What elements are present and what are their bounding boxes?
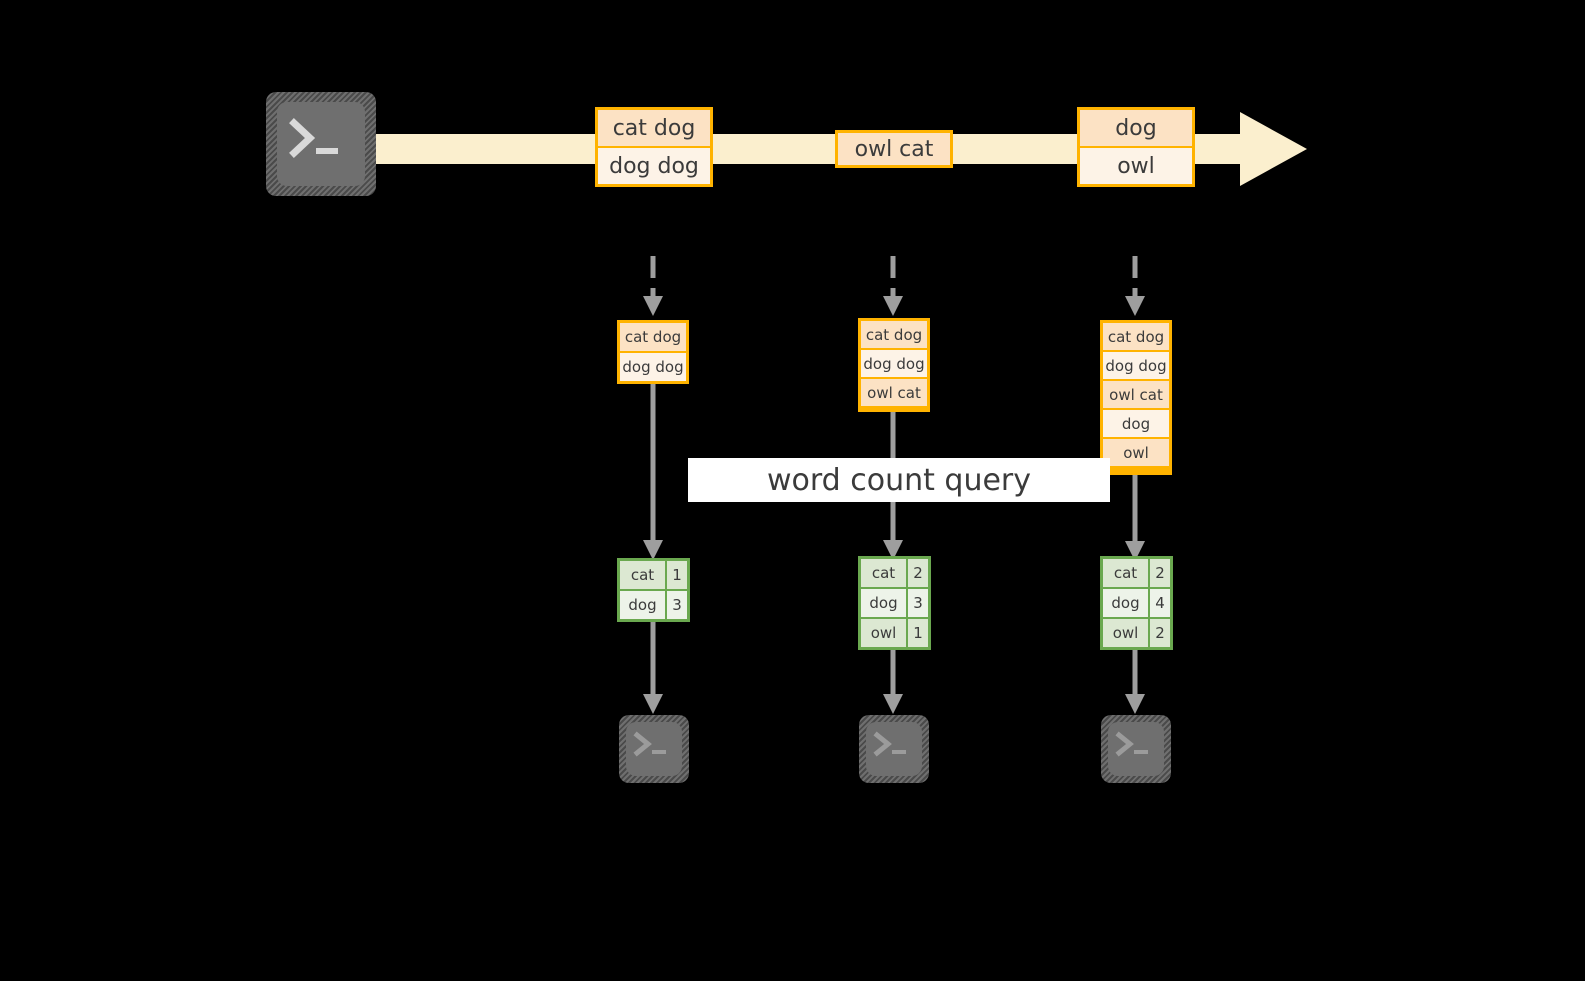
record-line: owl [1080,148,1192,184]
record-line: dog [1080,110,1192,146]
result-word: cat [620,561,665,589]
sink-terminal-icon-1[interactable] [619,715,689,783]
result-count: 3 [908,589,928,617]
result-2[interactable]: cat 2 dog 3 owl 1 [858,556,931,650]
sink-terminal-icon-2[interactable] [859,715,929,783]
result-count: 2 [1150,619,1170,647]
sink-terminal-icon-3[interactable] [1101,715,1171,783]
result-count: 2 [1150,559,1170,587]
record-group-3[interactable]: dog owl [1077,107,1195,187]
result-word: cat [861,559,906,587]
result-word: cat [1103,559,1148,587]
record-line: cat dog [598,110,710,146]
terminal-face [626,722,682,776]
result-word: dog [1103,589,1148,617]
result-word: dog [861,589,906,617]
snapshot-1[interactable]: cat dog dog dog [617,320,689,384]
snapshot-line: dog [1103,410,1169,437]
table-row: cat 1 [620,561,687,589]
result-1[interactable]: cat 1 dog 3 [617,558,690,622]
table-row: dog 3 [861,589,928,617]
terminal-prompt-glyph [633,731,666,757]
query-connector-1 [641,384,665,562]
terminal-prompt-glyph [1115,731,1148,757]
terminal-face [866,722,922,776]
snapshot-3[interactable]: cat dog dog dog owl cat dog owl [1100,320,1172,475]
snapshot-line: dog dog [620,353,686,381]
record-line: dog dog [598,148,710,184]
table-row: dog 4 [1103,589,1170,617]
sink-connector-3 [1123,650,1147,716]
snapshot-line: owl cat [1103,381,1169,408]
result-count: 1 [667,561,687,589]
query-label: word count query [688,458,1110,502]
sink-connector-1 [641,622,665,716]
source-terminal-icon[interactable] [266,92,376,196]
record-line: owl cat [838,133,950,165]
terminal-prompt-glyph [873,731,906,757]
result-3[interactable]: cat 2 dog 4 owl 2 [1100,556,1173,650]
snapshot-line: cat dog [620,323,686,351]
result-count: 4 [1150,589,1170,617]
terminal-face [1108,722,1164,776]
snapshot-2[interactable]: cat dog dog dog owl cat [858,318,930,412]
dashed-connector-2 [881,256,905,318]
table-row: owl 2 [1103,619,1170,647]
dashed-connector-1 [641,256,665,318]
record-group-2[interactable]: owl cat [835,130,953,168]
table-row: cat 2 [861,559,928,587]
snapshot-line: dog dog [1103,352,1169,379]
snapshot-line: cat dog [1103,323,1169,350]
result-word: owl [1103,619,1148,647]
snapshot-line: dog dog [861,350,927,377]
snapshot-line: cat dog [861,321,927,348]
table-row: owl 1 [861,619,928,647]
result-count: 1 [908,619,928,647]
result-count: 3 [667,591,687,619]
snapshot-line: owl cat [861,379,927,406]
sink-connector-2 [881,650,905,716]
table-row: dog 3 [620,591,687,619]
table-row: cat 2 [1103,559,1170,587]
terminal-face [277,102,365,186]
record-group-1[interactable]: cat dog dog dog [595,107,713,187]
terminal-prompt-glyph [289,118,338,158]
dashed-connector-3 [1123,256,1147,318]
result-word: dog [620,591,665,619]
query-connector-3 [1123,475,1147,563]
result-word: owl [861,619,906,647]
snapshot-line: owl [1103,439,1169,466]
result-count: 2 [908,559,928,587]
